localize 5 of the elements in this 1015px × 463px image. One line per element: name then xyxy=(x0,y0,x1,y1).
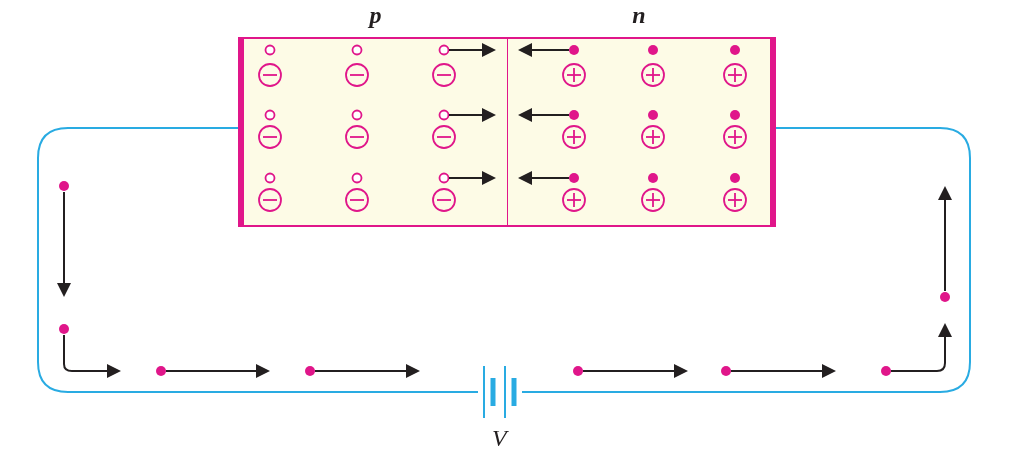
voltage-label: V xyxy=(492,426,507,450)
wire xyxy=(37,127,479,393)
wire xyxy=(521,127,971,393)
region-label: n xyxy=(632,3,646,27)
region-label: p xyxy=(369,3,382,27)
